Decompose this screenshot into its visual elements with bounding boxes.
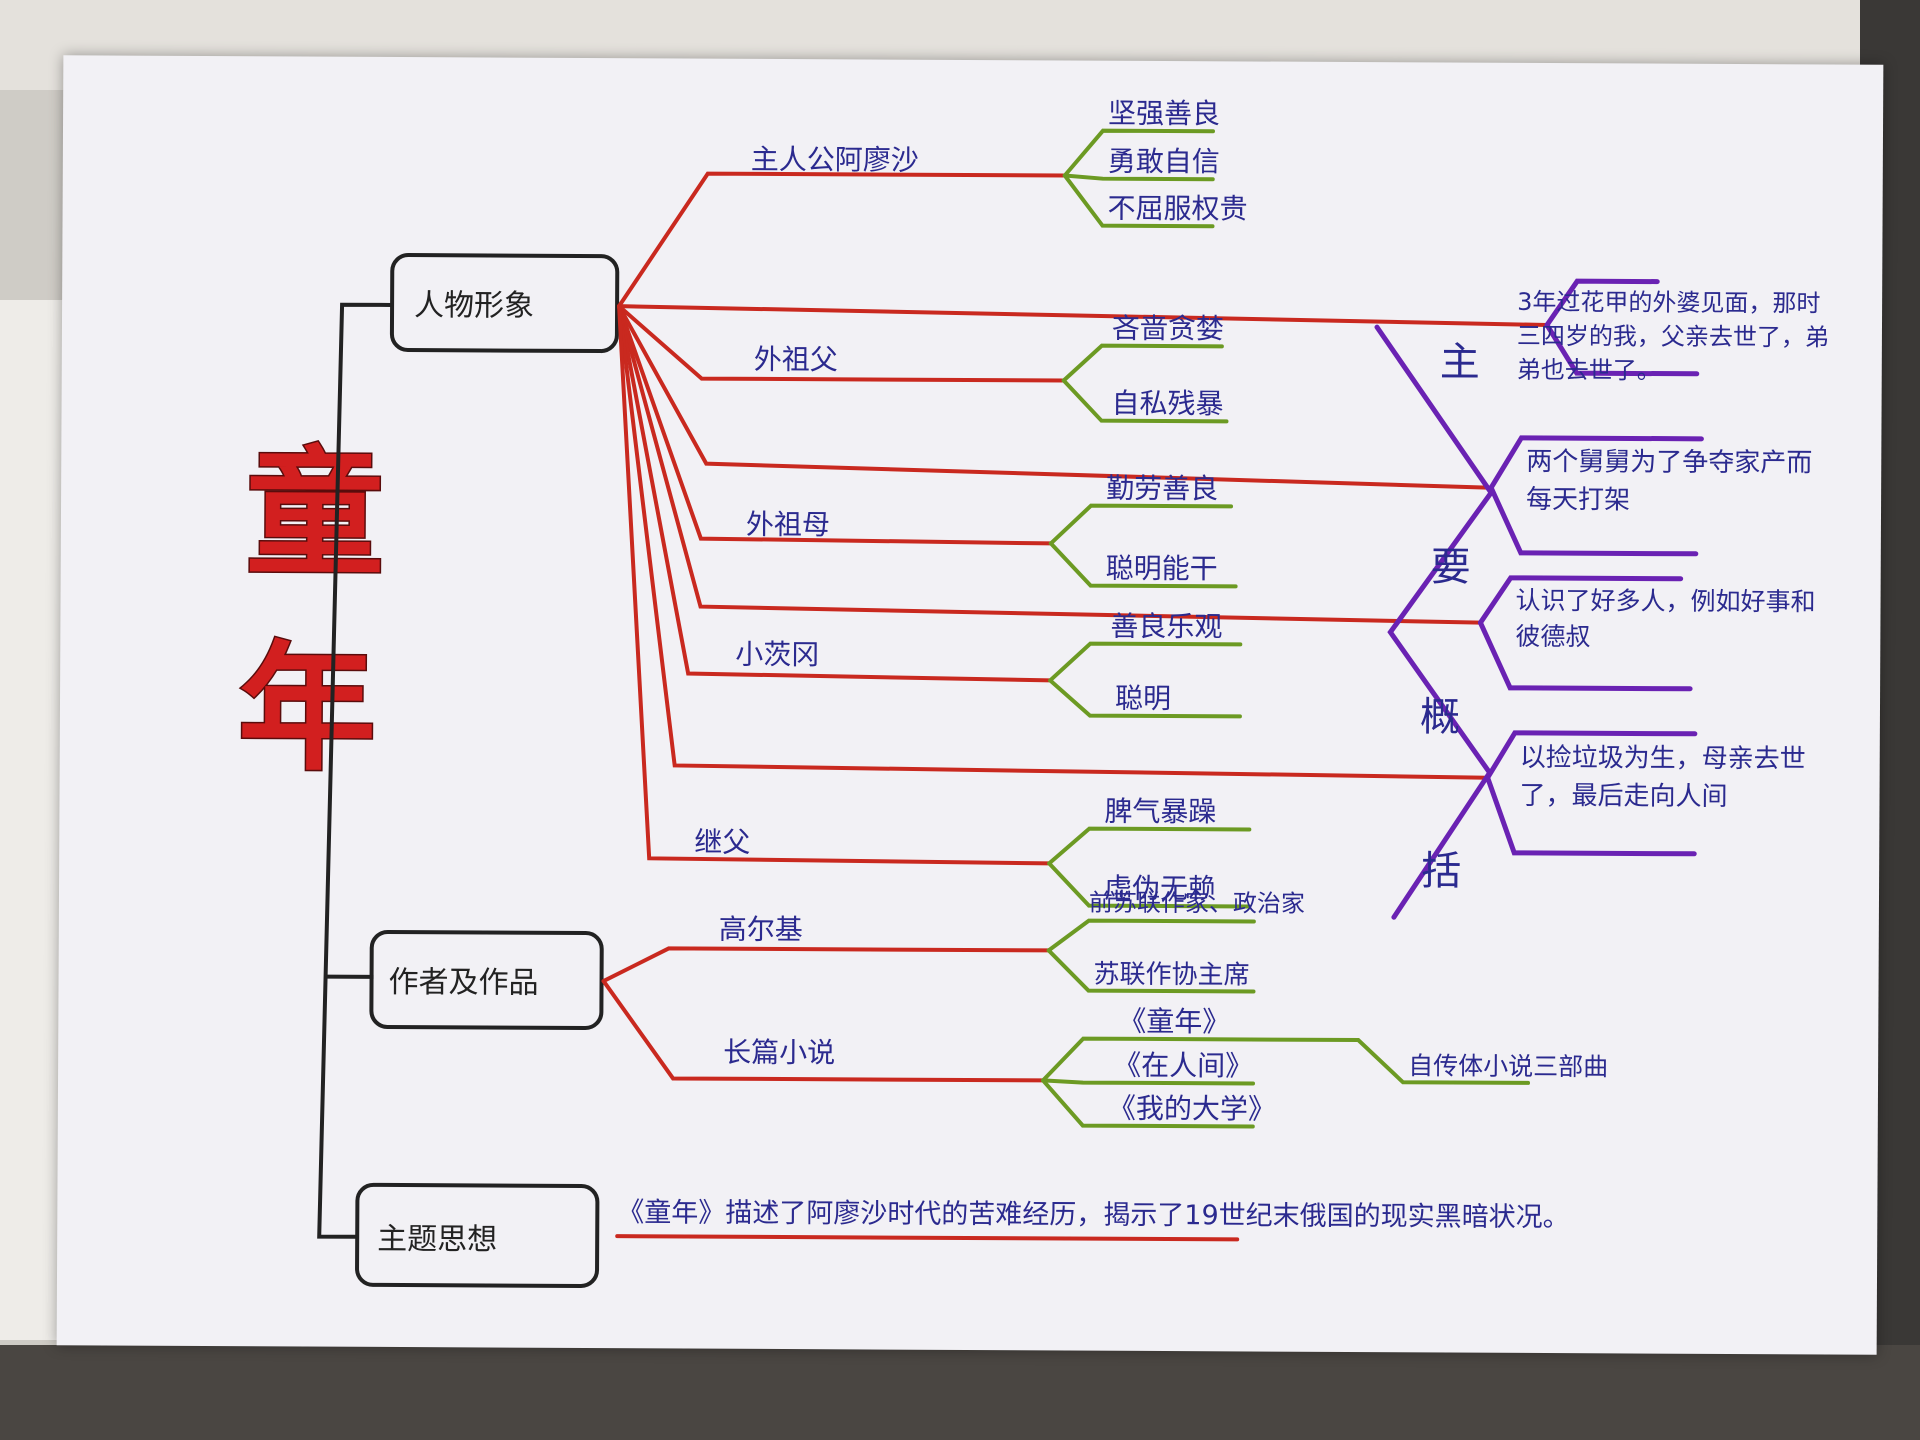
work-2: 《在人间》 xyxy=(1113,1049,1253,1083)
work-1: 《童年》 xyxy=(1118,1005,1230,1039)
summary-text-3-wrap: 认识了好多人，例如好事和彼德叔 xyxy=(1515,585,1816,652)
box-theme-label: 主题思想 xyxy=(377,1222,497,1258)
summary-text-4: 以捡垃圾为生，母亲去世了，最后走向人间 xyxy=(1519,742,1806,812)
summary-text-4-wrap: 以捡垃圾为生，母亲去世了，最后走向人间 xyxy=(1519,742,1806,812)
trunk-line xyxy=(317,302,393,1239)
works-label: 长篇小说 xyxy=(723,1036,835,1070)
branch-grandma xyxy=(617,304,1053,546)
summary-label-3: 概 xyxy=(1420,694,1460,740)
trait-hero-1: 坚强善良 xyxy=(1108,97,1220,131)
author-branches xyxy=(601,918,1531,1129)
trait-grandpa-1: 吝啬贪婪 xyxy=(1112,312,1224,346)
author-detail-2: 苏联作协主席 xyxy=(1094,960,1250,991)
trait-hero-3: 不屈服权贵 xyxy=(1108,192,1248,226)
branch-summary-2 xyxy=(617,304,1494,490)
summary-text-1-wrap: 3年过花甲的外婆见面，那时三四岁的我，父亲去世了，弟弟也去世了。 xyxy=(1516,287,1830,385)
trait-stepfather-2: 虚伪无赖 xyxy=(1104,872,1216,906)
box-author-label: 作者及作品 xyxy=(388,965,538,1001)
char-name-hero: 主人公阿廖沙 xyxy=(751,143,919,177)
summary-spine xyxy=(1374,324,1495,920)
summary-text-2-wrap: 两个舅舅为了争夺家产而每天打架 xyxy=(1526,446,1813,516)
trait-grandpa-2: 自私残暴 xyxy=(1111,387,1223,421)
branch-summary-1 xyxy=(617,304,1549,328)
char-name-grandma: 外祖母 xyxy=(746,508,830,541)
summary-label-2: 要 xyxy=(1431,544,1471,590)
mind-map: 童 年 人物形象 作者及作品 主题思想 主人公阿廖沙 外祖父 外祖母 小茨冈 继… xyxy=(236,97,1830,1288)
trait-gypsy-2: 聪明 xyxy=(1115,682,1171,715)
summary-branches xyxy=(1374,278,1704,920)
character-branches xyxy=(617,171,1549,866)
char-name-stepfather: 继父 xyxy=(694,826,750,859)
title-char-2: 年 xyxy=(238,628,377,790)
theme-underline xyxy=(615,1234,1240,1242)
branch-hero xyxy=(617,171,1067,309)
work-3: 《我的大学》 xyxy=(1108,1092,1276,1126)
char-name-grandpa: 外祖父 xyxy=(754,343,838,376)
summary-label-1: 主 xyxy=(1440,339,1480,385)
branch-gypsy xyxy=(617,304,1053,683)
title-char-1: 童 xyxy=(246,433,385,595)
box-characters xyxy=(389,253,620,354)
trait-hero-2: 勇敢自信 xyxy=(1108,145,1220,179)
trait-branches xyxy=(1047,128,1252,909)
box-author xyxy=(369,929,604,1030)
branch-grandpa xyxy=(617,304,1066,383)
trilogy-label: 自传体小说三部曲 xyxy=(1408,1051,1608,1081)
author-name: 高尔基 xyxy=(719,913,803,946)
box-characters-label: 人物形象 xyxy=(414,288,534,324)
summary-text-3: 认识了好多人，例如好事和彼德叔 xyxy=(1515,585,1816,652)
trait-grandma-1: 勤劳善良 xyxy=(1106,472,1218,506)
paper-sheet: 童 年 人物形象 作者及作品 主题思想 主人公阿廖沙 外祖父 外祖母 小茨冈 继… xyxy=(56,55,1884,1355)
char-name-gypsy: 小茨冈 xyxy=(735,638,819,671)
branch-summary-3 xyxy=(617,304,1483,625)
trait-grandma-2: 聪明能干 xyxy=(1106,552,1218,586)
box-theme xyxy=(355,1182,600,1288)
trait-gypsy-1: 善良乐观 xyxy=(1110,610,1222,644)
branch-stepfather xyxy=(617,304,1052,866)
trait-stepfather-1: 脾气暴躁 xyxy=(1104,795,1216,829)
branch-summary-4 xyxy=(617,304,1490,780)
author-detail-1: 前苏联作家、政治家 xyxy=(1089,889,1305,918)
summary-text-1: 3年过花甲的外婆见面，那时三四岁的我，父亲去世了，弟弟也去世了。 xyxy=(1516,287,1830,385)
summary-text-2: 两个舅舅为了争夺家产而每天打架 xyxy=(1526,446,1813,516)
summary-label-4: 括 xyxy=(1421,848,1461,894)
theme-text: 《童年》描述了阿廖沙时代的苦难经历，揭示了19世纪末俄国的现实黑暗状况。 xyxy=(617,1197,1570,1233)
background-desk-bottom xyxy=(0,1345,1920,1440)
